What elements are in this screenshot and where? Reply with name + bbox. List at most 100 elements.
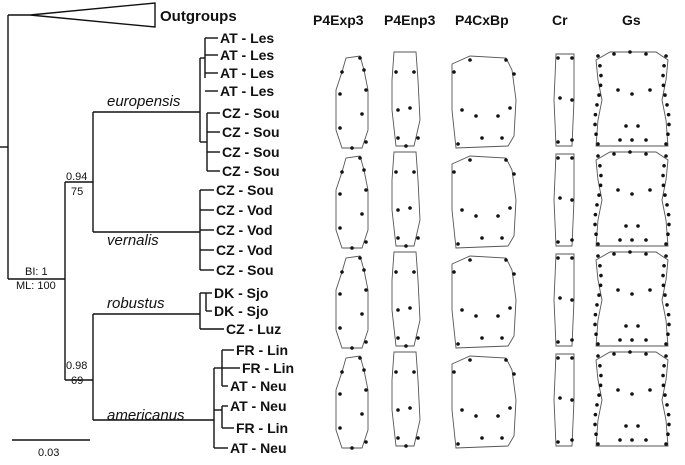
p4enp3-landmark	[396, 136, 400, 140]
gs-landmark	[616, 188, 620, 192]
cr-landmark	[570, 56, 574, 60]
p4exp3-landmark	[358, 156, 362, 160]
gs-landmark	[665, 103, 669, 107]
p4exp3-landmark	[362, 368, 366, 372]
gs-landmark	[630, 292, 634, 296]
gs-landmark	[664, 142, 668, 146]
p4cxbp-outline	[451, 155, 517, 249]
gs-landmark	[661, 173, 665, 178]
p4cxbp-landmark	[504, 58, 508, 62]
p4enp3-landmark	[412, 70, 416, 74]
p4cxbp-landmark	[496, 114, 500, 118]
p4exp3-landmark	[338, 92, 342, 96]
gs-landmark	[598, 383, 603, 388]
p4enp3-landmark	[404, 144, 408, 148]
p4enp3-landmark	[394, 370, 398, 374]
phylogenetic-tree	[0, 2, 240, 449]
p4cxbp-landmark	[496, 414, 500, 418]
taxon-label: CZ - Sou	[222, 144, 280, 160]
cr-landmark	[558, 396, 562, 400]
p4exp3-landmark	[338, 292, 342, 296]
cr-landmark	[570, 198, 574, 202]
p4enp3-landmark	[408, 306, 412, 310]
gs-landmark	[593, 312, 598, 317]
gs-landmark	[593, 412, 598, 417]
cr-landmark	[556, 340, 560, 344]
gs-landmark	[666, 112, 671, 117]
p4cxbp-landmark	[504, 158, 508, 162]
p4exp3-outline	[335, 355, 369, 449]
gs-landmark	[598, 63, 602, 68]
gs-landmark	[596, 442, 600, 446]
gs-landmark	[662, 163, 666, 168]
p4cxbp-landmark	[512, 372, 516, 376]
support-ml-upper: 75	[71, 186, 83, 198]
gs-landmark	[618, 338, 622, 342]
taxon-label: CZ - Sou	[216, 182, 274, 198]
gs-landmark	[630, 238, 634, 242]
gs-landmark	[593, 212, 598, 217]
gs-outline	[595, 51, 669, 147]
clade-vernalis: vernalis	[107, 232, 159, 249]
gs-landmark	[596, 342, 600, 346]
p4exp3-landmark	[338, 126, 342, 130]
outgroups-label: Outgroups	[160, 8, 237, 25]
cr-outline	[553, 153, 575, 247]
gs-landmark	[663, 93, 667, 97]
p4enp3-landmark	[396, 336, 400, 340]
p4cxbp-landmark	[474, 314, 478, 318]
gs-landmark	[664, 254, 668, 258]
support-bi-lower: 0.98	[66, 360, 87, 372]
p4enp3-outline	[391, 151, 421, 247]
p4enp3-landmark	[396, 308, 400, 312]
gs-landmark	[644, 252, 648, 256]
column-header-p4exp3: P4Exp3	[313, 12, 364, 28]
p4cxbp-landmark	[500, 236, 504, 240]
p4cxbp-landmark	[460, 308, 464, 312]
p4exp3-landmark	[364, 288, 368, 292]
gs-landmark	[661, 83, 666, 88]
gs-landmark	[630, 338, 634, 342]
gs-landmark	[664, 154, 668, 158]
gs-landmark	[661, 73, 665, 78]
gs-landmark	[644, 438, 648, 442]
p4exp3-landmark	[364, 140, 368, 144]
gs-landmark	[665, 403, 669, 407]
gs-landmark	[666, 212, 671, 217]
taxon-label: CZ - Sou	[222, 124, 280, 140]
gs-landmark	[666, 432, 670, 437]
gs-landmark	[644, 138, 648, 142]
clade-robustus: robustus	[107, 295, 165, 312]
taxon-label: FR - Lin	[236, 420, 288, 436]
taxon-label: CZ - Sou	[216, 262, 274, 278]
gs-landmark	[662, 363, 666, 368]
gs-outline	[595, 251, 669, 347]
gs-landmark	[661, 273, 665, 278]
gs-landmark	[661, 283, 666, 288]
p4enp3-landmark	[408, 106, 412, 110]
p4enp3-landmark	[416, 336, 420, 340]
p4exp3-landmark	[364, 240, 368, 244]
gs-landmark	[630, 392, 634, 396]
taxon-label: AT - Les	[220, 83, 274, 99]
p4cxbp-landmark	[452, 170, 456, 174]
gs-landmark	[666, 312, 671, 317]
gs-landmark	[664, 342, 668, 346]
gs-landmark	[666, 332, 670, 337]
p4cxbp-landmark	[460, 108, 464, 112]
cr-landmark	[570, 356, 574, 360]
taxon-label: AT - Neu	[230, 440, 287, 456]
gs-landmark	[630, 138, 634, 142]
gs-landmark	[595, 303, 599, 307]
p4cxbp-landmark	[456, 242, 460, 246]
p4cxbp-landmark	[456, 142, 460, 146]
cr-landmark	[570, 338, 574, 342]
gs-landmark	[596, 142, 600, 146]
p4cxbp-landmark	[468, 158, 472, 162]
p4exp3-outline	[335, 55, 369, 149]
p4cxbp-landmark	[468, 258, 472, 262]
p4enp3-landmark	[404, 244, 408, 248]
p4exp3-landmark	[338, 326, 342, 330]
cr-landmark	[556, 256, 560, 260]
